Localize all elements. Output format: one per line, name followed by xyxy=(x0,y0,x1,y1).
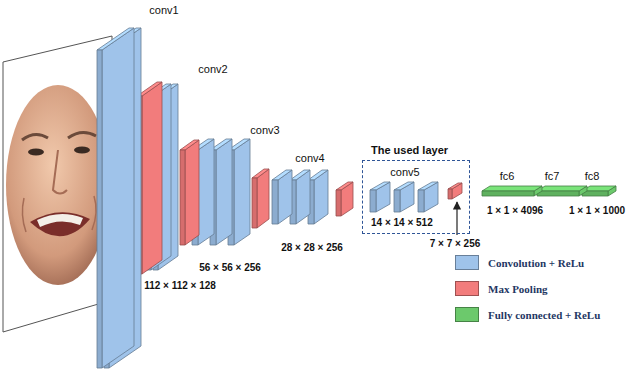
dimension-label: 112 × 112 × 128 xyxy=(143,280,217,291)
legend-entry: Fully connected + ReLu xyxy=(455,307,600,322)
layer-face xyxy=(370,190,376,212)
layer-face xyxy=(537,191,579,196)
layer-name: conv2 xyxy=(197,63,228,75)
group-heading: The used layer xyxy=(371,144,448,156)
fc-layer xyxy=(537,186,587,196)
dimension-label: 14 × 14 × 512 xyxy=(371,217,433,228)
teeth xyxy=(37,214,83,227)
pool-layer xyxy=(336,182,353,216)
legend-text: Convolution + ReLu xyxy=(488,257,584,269)
layer-face xyxy=(537,186,587,191)
legend-text: Max Pooling xyxy=(488,283,548,295)
layer-face xyxy=(180,140,199,150)
eyebrow xyxy=(22,134,48,140)
layer-face xyxy=(418,190,424,212)
layer-face xyxy=(370,182,390,190)
layer-face xyxy=(97,50,102,368)
image-frame xyxy=(3,36,112,332)
leader-arrow xyxy=(456,202,457,235)
face-image xyxy=(3,36,112,332)
layer-face xyxy=(272,180,278,224)
dimension-label: 1 × 1 × 1000 xyxy=(568,205,626,216)
conv-layer xyxy=(290,170,310,224)
layer-face xyxy=(394,190,400,212)
layer-face xyxy=(482,186,542,191)
eye xyxy=(74,147,90,154)
layer-face xyxy=(180,150,185,245)
cheek-line xyxy=(92,196,96,230)
layer-face xyxy=(252,169,269,178)
conv-layer xyxy=(418,182,438,212)
layer-face xyxy=(394,182,414,190)
layer-face xyxy=(308,170,328,180)
cheek-line xyxy=(22,198,26,232)
dimension-label: 7 × 7 × 256 xyxy=(429,238,482,249)
layer-name: fc7 xyxy=(544,170,561,182)
layer-face xyxy=(234,139,250,245)
layer-face xyxy=(252,178,257,228)
dimension-label: 56 × 56 × 256 xyxy=(198,262,262,273)
layer-name: conv4 xyxy=(294,152,325,164)
legend-entry: Convolution + ReLu xyxy=(455,255,584,270)
fc-layer xyxy=(482,186,542,196)
conv-layer xyxy=(272,170,292,224)
legend-swatch xyxy=(455,281,479,296)
pool-layer xyxy=(180,140,199,245)
used-layer-box: The used layerconv514 × 14 × 512 xyxy=(362,160,470,234)
pool-layer xyxy=(448,183,462,199)
dimension-label: 28 × 28 × 256 xyxy=(280,242,344,253)
conv-layer xyxy=(308,170,328,224)
layer-face xyxy=(448,189,452,199)
dimension-label: 1 × 1 × 4096 xyxy=(486,205,544,216)
legend-swatch xyxy=(455,255,479,270)
layer-face xyxy=(448,183,462,189)
layer-name: fc6 xyxy=(499,170,516,182)
legend-text: Fully connected + ReLu xyxy=(488,309,600,321)
legend-entry: Max Pooling xyxy=(455,281,548,296)
layer-face xyxy=(418,182,438,190)
layer-face xyxy=(102,28,134,368)
layer-face xyxy=(482,191,534,196)
layer-name: conv1 xyxy=(148,4,179,16)
layer-face xyxy=(142,82,162,274)
layer-name: conv5 xyxy=(390,166,419,178)
conv-layer xyxy=(370,182,390,212)
pool-layer xyxy=(252,169,269,228)
layer-face xyxy=(198,139,214,245)
layer-face xyxy=(216,139,232,245)
layer-face xyxy=(272,170,292,180)
layer-face xyxy=(257,169,269,228)
conv-layer xyxy=(97,28,134,368)
layer-face xyxy=(336,190,341,216)
layer-face xyxy=(185,140,199,245)
mouth xyxy=(30,212,90,236)
legend-swatch xyxy=(455,307,479,322)
eyebrow xyxy=(68,132,96,138)
conv-layer xyxy=(394,182,414,212)
layer-face xyxy=(336,182,353,190)
layer-face xyxy=(290,170,310,180)
eye xyxy=(28,149,44,156)
layer-name: fc8 xyxy=(584,170,601,182)
layer-name: conv3 xyxy=(249,124,280,136)
face-shape xyxy=(6,85,110,285)
nose xyxy=(53,150,67,194)
layer-face xyxy=(97,28,134,50)
